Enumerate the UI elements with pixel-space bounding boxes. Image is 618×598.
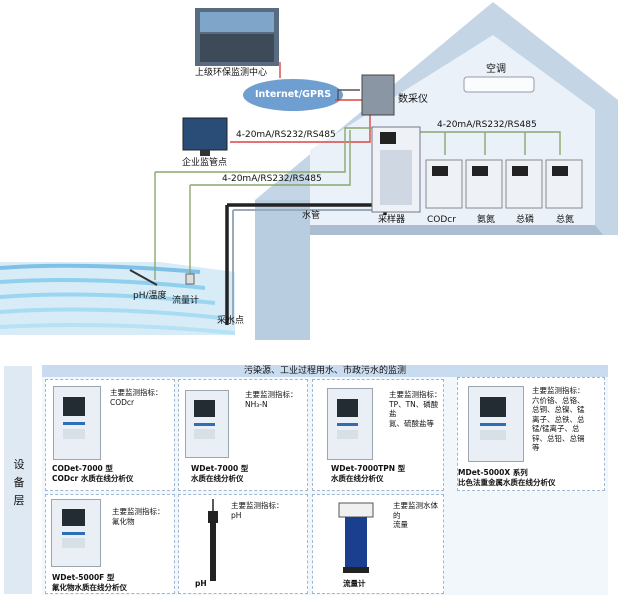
equipment-header: 污染源、工业过程用水、市政污水的监测 bbox=[42, 365, 608, 377]
supervision-center-label: 上级环保监测中心 bbox=[195, 68, 268, 78]
diagram-drawing bbox=[0, 2, 618, 340]
equipment-layer-label: 设 备 层 bbox=[4, 366, 32, 594]
flowmeter-probe bbox=[185, 273, 195, 285]
indicator-text: 主要监测指标： pH bbox=[231, 501, 284, 520]
cloud-shape bbox=[243, 79, 343, 111]
indicator-text: 主要监测水体的 流量 bbox=[393, 501, 438, 529]
signal-label-low: 4-20mA/RS232/RS485 bbox=[222, 174, 322, 184]
flowmeter-label: 流量计 bbox=[172, 296, 200, 306]
analyzer-label-tp: 总磷 bbox=[516, 215, 535, 225]
ph-electrode-image bbox=[208, 499, 218, 581]
model-caption: 流量计 bbox=[343, 579, 366, 588]
sampler-cabinet bbox=[371, 126, 421, 213]
indicator-text: 主要监测指标： NH₃-N bbox=[245, 390, 298, 409]
data-logger-box bbox=[361, 74, 395, 116]
cloud-label: Internet/GPRS bbox=[255, 89, 332, 100]
data-logger-label: 数采仪 bbox=[398, 94, 428, 105]
flowmeter-image bbox=[338, 502, 374, 573]
enterprise-monitor-label: 企业监管点 bbox=[182, 158, 228, 168]
equipment-panel: 主要监测指标： CODcr CODet-7000 型 CODcr 水质在线分析仪… bbox=[42, 377, 608, 595]
equipment-card-flowmeter: 主要监测水体的 流量 流量计 bbox=[312, 494, 444, 594]
signal-label-top: 4-20mA/RS232/RS485 bbox=[236, 130, 336, 140]
equipment-card-tpn: 主要监测指标： TP、TN、磷酸盐 氮、硫酸盐等 WDet-7000TPN 型 … bbox=[312, 379, 444, 491]
indicator-text: 主要监测指标： TP、TN、磷酸盐 氮、硫酸盐等 bbox=[389, 390, 442, 428]
indicator-text: 主要监测指标： CODcr bbox=[110, 388, 163, 407]
analyzer-cabinet-image bbox=[53, 386, 101, 460]
model-caption: pH bbox=[195, 579, 207, 588]
air-conditioner-label: 空调 bbox=[486, 64, 506, 75]
analyzer-label-codcr: CODcr bbox=[427, 215, 456, 225]
monitoring-system-diagram: 上级环保监测中心 Internet/GPRS 数采仪 4-20mA/RS232/… bbox=[0, 2, 618, 340]
equipment-card-fluoride: 主要监测指标： 氟化物 WDet-5000F 型 氟化物水质在线分析仪 bbox=[45, 494, 175, 594]
ph-probe bbox=[129, 269, 158, 286]
model-caption: CODet-7000 型 CODcr 水质在线分析仪 bbox=[52, 464, 134, 483]
model-caption: WDet-7000TPN 型 水质在线分析仪 bbox=[331, 464, 406, 483]
equipment-card-ph: 主要监测指标： pH pH bbox=[178, 494, 308, 594]
analyzer-cabinet-image bbox=[51, 499, 101, 567]
analyzer-cabinet-image bbox=[185, 390, 229, 458]
signal-label-right: 4-20mA/RS232/RS485 bbox=[437, 120, 537, 130]
analyzer-cabinet-image bbox=[468, 386, 524, 462]
equipment-card-ammonia: 主要监测指标： NH₃-N WDet-7000 型 水质在线分析仪 bbox=[178, 379, 308, 491]
equipment-card-codcr: 主要监测指标： CODcr CODet-7000 型 CODcr 水质在线分析仪 bbox=[45, 379, 175, 491]
sampler-label: 采样器 bbox=[378, 215, 406, 225]
indicator-text: 主要监测指标： 六价铬、总铬、 总铜、总镍、锰 离子、总铁、总 锰/锰离子、总 … bbox=[532, 386, 585, 452]
analyzer-label-tn: 总氮 bbox=[556, 215, 575, 225]
sampling-point-label: 采水点 bbox=[217, 316, 245, 326]
indicator-text: 主要监测指标： 氟化物 bbox=[112, 507, 165, 526]
analyzer-units bbox=[425, 159, 583, 209]
analyzer-cabinet-image bbox=[327, 388, 373, 460]
equipment-card-heavy-metals: 主要监测指标： 六价铬、总铬、 总铜、总镍、锰 离子、总铁、总 锰/锰离子、总 … bbox=[457, 377, 605, 491]
ph-temp-label: pH/温度 bbox=[133, 291, 167, 301]
model-caption: WDet-5000F 型 氟化物水质在线分析仪 bbox=[52, 573, 127, 592]
air-conditioner-unit bbox=[463, 76, 535, 93]
model-caption: MDet-5000X 系列 比色法重金属水质在线分析仪 bbox=[458, 468, 556, 487]
monitor-screen bbox=[182, 117, 228, 156]
analyzer-label-ammonia: 氨氮 bbox=[477, 215, 496, 225]
water-body bbox=[0, 262, 236, 335]
control-room-image bbox=[195, 8, 279, 66]
water-pipe-label: 水管 bbox=[302, 211, 321, 221]
model-caption: WDet-7000 型 水质在线分析仪 bbox=[191, 464, 249, 483]
